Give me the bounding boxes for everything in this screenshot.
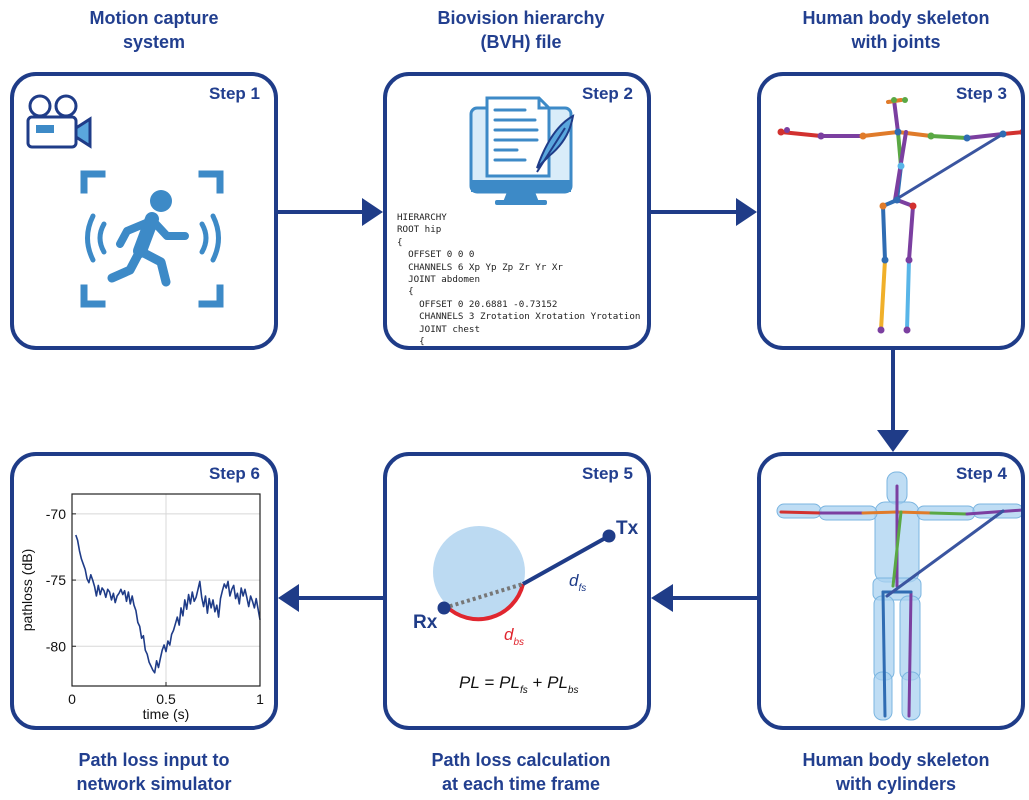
rx-label: Rx bbox=[413, 612, 438, 633]
computer-document-icon bbox=[469, 96, 575, 205]
signal-waves-icon bbox=[85, 213, 221, 263]
caption-step4: Human body skeleton with cylinders bbox=[802, 750, 990, 794]
skeleton-joints-illustration bbox=[777, 97, 1021, 334]
step1-box: Step 1 bbox=[10, 72, 278, 350]
x-tick-label-1: 0.5 bbox=[156, 691, 176, 707]
step6-label: Step 6 bbox=[208, 464, 260, 483]
pathloss-equation: PL = PLfs + PLbs bbox=[459, 673, 578, 696]
bvh-code-block: HIERARCHY ROOT hip { OFFSET 0 0 0 CHANNE… bbox=[397, 212, 641, 348]
y-axis-label: pathloss (dB) bbox=[19, 549, 35, 631]
creeping-path bbox=[444, 583, 525, 622]
running-person-icon bbox=[107, 190, 189, 287]
y-tick-label-1: -75 bbox=[46, 572, 66, 588]
blocked-path bbox=[443, 582, 524, 610]
arrow-step5-to-step6 bbox=[278, 584, 383, 612]
motion-capture-illustration bbox=[26, 94, 224, 308]
capture-frame-icon bbox=[80, 170, 224, 308]
y-tick-label-2: -80 bbox=[46, 638, 66, 654]
step2-label: Step 2 bbox=[581, 84, 633, 103]
caption-step3: Human body skeleton with joints bbox=[802, 8, 990, 52]
tx-label: Tx bbox=[616, 518, 639, 539]
body-cylinders bbox=[776, 471, 1021, 721]
arrow-step3-to-step4 bbox=[877, 350, 909, 452]
caption-step1: Motion capture system bbox=[89, 8, 219, 52]
tx-node bbox=[602, 529, 616, 543]
skeleton-lines bbox=[779, 484, 1021, 718]
y-tick-label-0: -70 bbox=[46, 506, 66, 522]
dbs-label: dbs bbox=[504, 625, 524, 648]
skeleton-joints bbox=[777, 97, 1021, 334]
x-axis-label: time (s) bbox=[143, 706, 190, 722]
x-tick-label-0: 0 bbox=[68, 691, 76, 707]
step1-label: Step 1 bbox=[208, 84, 260, 103]
step4-label: Step 4 bbox=[955, 464, 1007, 483]
skeleton-cylinders-illustration bbox=[776, 471, 1021, 721]
step3-label: Step 3 bbox=[955, 84, 1007, 103]
step3-box: Step 3 bbox=[757, 72, 1025, 350]
pathloss-chart: 0 0.5 1 -70 -75 -80 time (s) pathloss (dB) bbox=[19, 493, 264, 722]
body-circle bbox=[433, 526, 525, 618]
series-line-0 bbox=[75, 534, 261, 674]
dfs-label: dfs bbox=[569, 571, 586, 594]
arrow-step1-to-step2 bbox=[278, 198, 383, 226]
skeleton-figure bbox=[779, 98, 1021, 332]
step5-box: Step 5 Rx Tx dfs dbs PL = PLfs + PLbs bbox=[383, 452, 651, 730]
step6-box: Step 6 0 0.5 1 -70 -75 -80 time (s) pathloss (d… bbox=[10, 452, 278, 730]
caption-step6: Path loss input to network simulator bbox=[76, 750, 232, 794]
step4-box: Step 4 bbox=[757, 452, 1025, 730]
arrow-step4-to-step5 bbox=[651, 584, 757, 612]
free-space-path bbox=[522, 534, 610, 586]
arrow-step2-to-step3 bbox=[651, 198, 757, 226]
step5-label: Step 5 bbox=[581, 464, 633, 483]
rx-node bbox=[437, 601, 451, 615]
bvh-file-illustration bbox=[469, 96, 575, 205]
video-camera-icon bbox=[26, 94, 92, 149]
pathloss-diagram: Rx Tx dfs dbs PL = PLfs + PLbs bbox=[413, 518, 639, 696]
x-tick-label-2: 1 bbox=[256, 691, 264, 707]
step2-box: Step 2 HIERARCHY ROOT hip { OFFSET 0 0 0… bbox=[383, 72, 651, 350]
caption-step2: Biovision hierarchy (BVH) file bbox=[437, 8, 605, 52]
caption-step5: Path loss calculation at each time frame bbox=[431, 750, 611, 794]
